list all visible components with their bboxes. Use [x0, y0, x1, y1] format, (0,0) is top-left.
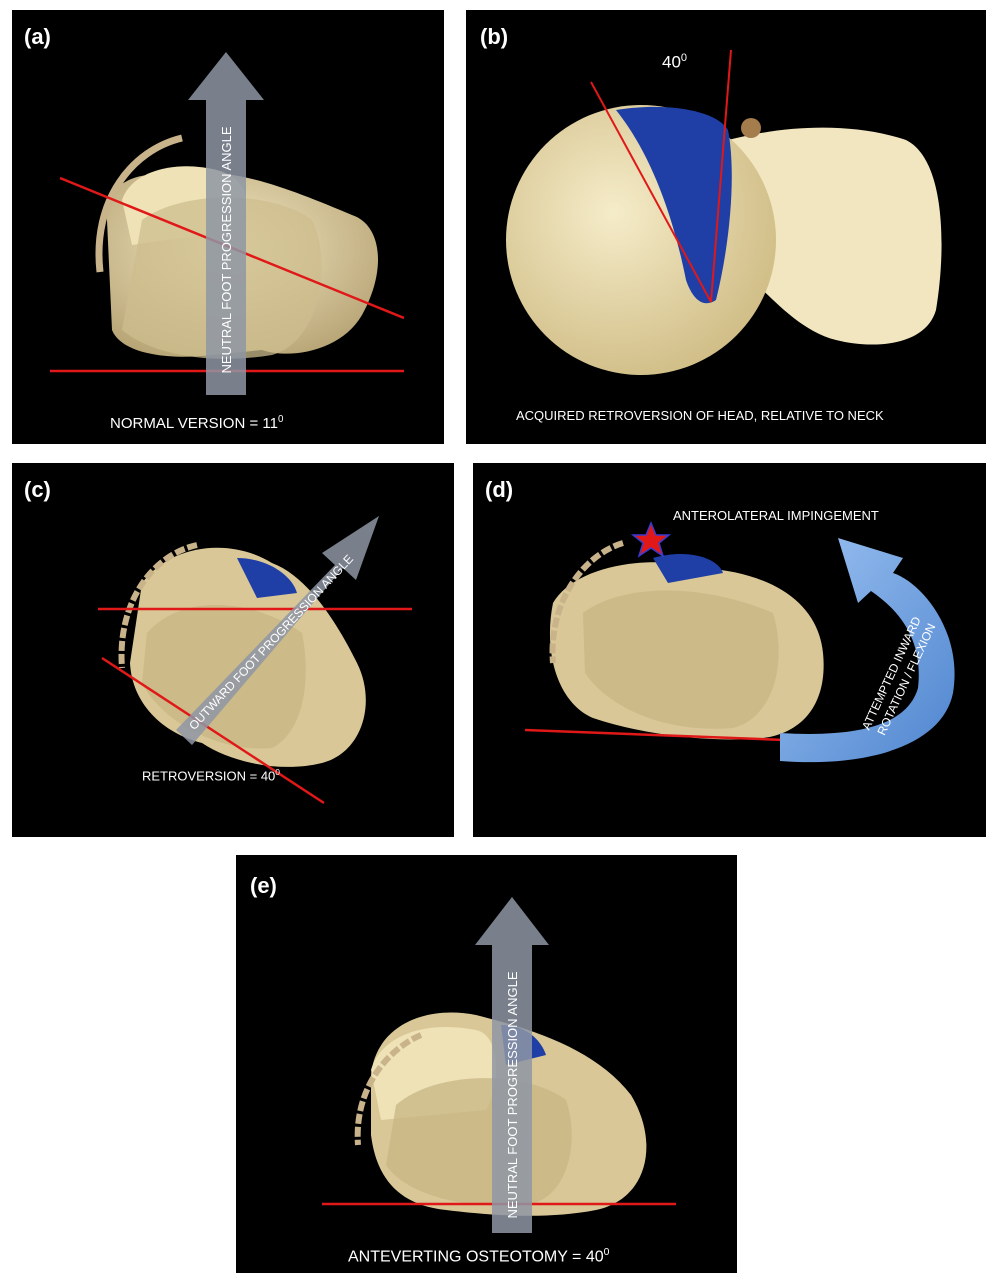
panel-a-illustration: NEUTRAL FOOT PROGRESSION ANGLE	[12, 10, 444, 444]
angle-degree: 0	[681, 52, 687, 64]
panel-caption: ACQUIRED RETROVERSION OF HEAD, RELATIVE …	[516, 408, 884, 423]
angle-annotation: 400	[662, 52, 687, 73]
panel-label: (b)	[480, 24, 508, 50]
panel-label: (a)	[24, 24, 51, 50]
caption-text: NORMAL VERSION = 11	[110, 415, 278, 432]
panel-b-illustration	[466, 10, 986, 444]
panel-e-illustration: NEUTRAL FOOT PROGRESSION ANGLE	[236, 855, 737, 1273]
angle-value: 40	[662, 53, 681, 72]
panel-caption: NORMAL VERSION = 110	[110, 414, 283, 432]
panel-a: NEUTRAL FOOT PROGRESSION ANGLE (a) NORMA…	[12, 10, 444, 444]
caption-degree: 0	[275, 767, 280, 777]
impingement-star-icon	[633, 523, 669, 556]
panel-d: ATTEMPTED INWARD ROTATION / FLEXION (d) …	[473, 463, 986, 837]
caption-degree: 0	[604, 1247, 610, 1258]
panel-label: (c)	[24, 477, 51, 503]
panel-b: (b) 400 ACQUIRED RETROVERSION OF HEAD, R…	[466, 10, 986, 444]
panel-caption: ANTEVERTING OSTEOTOMY = 400	[348, 1247, 609, 1266]
caption-text: RETROVERSION = 40	[142, 768, 275, 783]
caption-text: ANTEVERTING OSTEOTOMY = 40	[348, 1248, 604, 1265]
arrow-label: NEUTRAL FOOT PROGRESSION ANGLE	[505, 971, 520, 1218]
panel-label: (d)	[485, 477, 513, 503]
arrow-label: NEUTRAL FOOT PROGRESSION ANGLE	[219, 126, 234, 373]
panel-c: OUTWARD FOOT PROGRESSION ANGLE (c) RETRO…	[12, 463, 454, 837]
caption-degree: 0	[278, 414, 283, 425]
panel-e: NEUTRAL FOOT PROGRESSION ANGLE (e) ANTEV…	[236, 855, 737, 1273]
panel-label: (e)	[250, 873, 277, 899]
patella-overlay	[386, 1078, 572, 1206]
impingement-annotation: ANTEROLATERAL IMPINGEMENT	[673, 508, 879, 523]
panel-caption: RETROVERSION = 400	[142, 767, 280, 783]
marker-knob	[741, 118, 761, 138]
